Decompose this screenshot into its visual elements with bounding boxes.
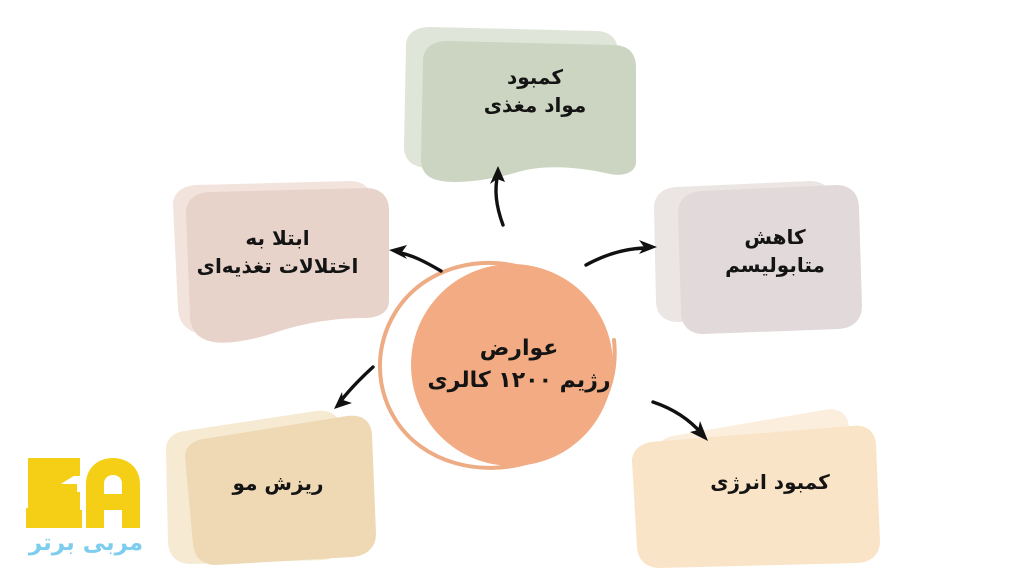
node-energy-deficiency	[632, 409, 880, 568]
node-nutrient-deficiency-shape	[421, 41, 636, 183]
node-eating-disorders	[173, 181, 389, 343]
node-hair-loss-shape	[185, 415, 376, 565]
node-reduced-metabolism	[654, 181, 862, 334]
arrow-to-energy	[651, 400, 708, 441]
arrow-to-hairloss	[334, 365, 375, 409]
node-hair-loss	[166, 410, 376, 565]
arrow-to-nutrient	[490, 166, 505, 227]
center-node-circle	[411, 264, 613, 466]
center-node	[377, 260, 617, 470]
node-eating-disorders-shape	[186, 188, 389, 343]
arrow-to-metabolism	[584, 240, 657, 267]
arrow-to-eatdis	[389, 245, 443, 273]
node-nutrient-deficiency	[404, 27, 636, 183]
node-energy-deficiency-shape	[632, 425, 880, 568]
node-reduced-metabolism-shape	[678, 185, 862, 334]
